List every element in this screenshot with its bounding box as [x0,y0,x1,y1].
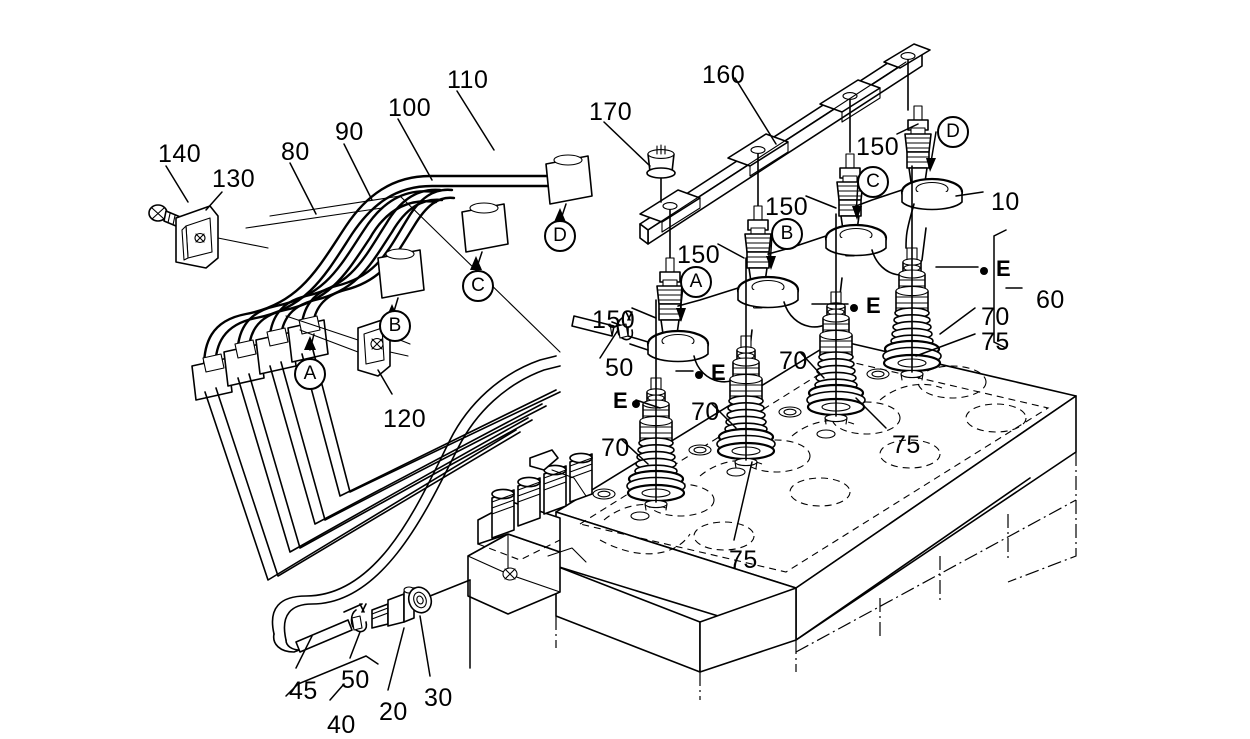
part-label-170: 170 [589,98,633,126]
part-label-70-c: 70 [779,347,808,375]
part-label-45: 45 [289,677,318,705]
part-label-75-b: 75 [729,546,758,574]
part-label-70-b: 70 [691,398,720,426]
part-label-120: 120 [383,405,427,433]
part-label-80: 80 [281,138,310,166]
e-marker-dot-3 [850,304,858,312]
part-label-150-d: 150 [856,133,900,161]
circled-ref-d-port: D [937,116,969,148]
circled-ref-a-pipe: A [294,358,326,390]
part-label-130: 130 [212,165,256,193]
part-label-75-c: 75 [892,431,921,459]
circled-ref-b-pipe: B [379,310,411,342]
e-marker-dot-2 [695,371,703,379]
circled-ref-c-pipe: C [462,270,494,302]
part-label-150-b: 150 [677,241,721,269]
part-label-40: 40 [327,711,356,739]
part-label-160: 160 [702,61,746,89]
circled-ref-d-pipe: D [544,220,576,252]
e-marker-1: E [613,388,628,413]
part-label-75-d: 75 [981,328,1010,356]
e-marker-2: E [711,360,726,385]
part-label-30: 30 [424,684,453,712]
part-label-90: 90 [335,118,364,146]
part-label-70-d: 70 [981,303,1010,331]
part-label-60: 60 [1036,286,1065,314]
part-label-50-lower: 50 [341,666,370,694]
e-marker-dot-4 [980,267,988,275]
e-marker-3: E [866,293,881,318]
part-label-140: 140 [158,140,202,168]
circled-ref-c-port: C [857,166,889,198]
circled-ref-b-port: B [771,218,803,250]
part-label-10: 10 [991,188,1020,216]
part-label-150-a: 150 [592,306,636,334]
part-label-150-c: 150 [765,193,809,221]
circled-ref-a-port: A [680,266,712,298]
e-marker-4: E [996,256,1011,281]
part-label-110: 110 [447,66,489,94]
e-marker-dot-1 [632,400,640,408]
part-label-70-a: 70 [601,434,630,462]
part-label-20: 20 [379,698,408,726]
part-label-50-upper: 50 [605,354,634,382]
part-label-100: 100 [388,94,432,122]
